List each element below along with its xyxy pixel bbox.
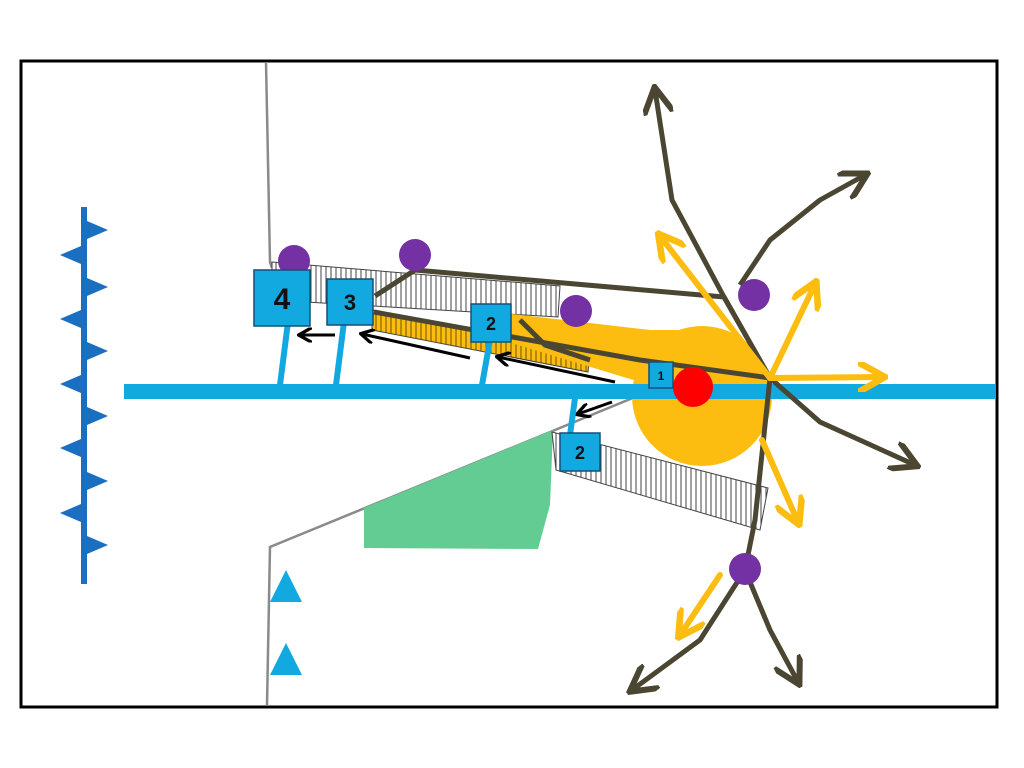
purple-node xyxy=(278,245,310,277)
svg-text:1: 1 xyxy=(658,369,665,383)
triangle-marker-icon xyxy=(60,246,81,264)
box-4: 4 xyxy=(253,269,311,327)
triangle-marker-icon xyxy=(60,310,81,328)
front-line xyxy=(60,207,108,584)
triangle-icon xyxy=(270,570,302,602)
purple-node xyxy=(738,279,770,311)
box-3: 3 xyxy=(326,278,374,326)
purple-node xyxy=(560,295,592,327)
triangle-marker-icon xyxy=(87,221,108,239)
box-stems xyxy=(277,321,578,436)
svg-text:2: 2 xyxy=(575,443,585,463)
svg-text:3: 3 xyxy=(344,290,356,315)
triangle-marker-icon xyxy=(87,472,108,490)
triangle-marker-icon xyxy=(87,342,108,360)
triangle-marker-icon xyxy=(87,536,108,554)
svg-text:2: 2 xyxy=(486,314,496,334)
flow-arrows xyxy=(300,334,616,414)
svg-text:4: 4 xyxy=(274,283,291,316)
boundary-line xyxy=(264,61,274,269)
red-dot-icon xyxy=(673,367,713,407)
triangle-marker-icon xyxy=(87,278,108,296)
triangle-marker-icon xyxy=(60,375,81,393)
triangle-marker-icon xyxy=(87,407,108,425)
box-2-lower: 2 xyxy=(559,432,601,472)
purple-node xyxy=(399,239,431,271)
hatched-wedge-lower xyxy=(551,431,769,531)
green-patch xyxy=(364,430,553,549)
purple-node xyxy=(729,553,761,585)
spread-arrows xyxy=(660,236,882,635)
triangle-marker-icon xyxy=(60,439,81,457)
box-2-upper: 2 xyxy=(470,303,512,343)
main-axis xyxy=(124,384,996,399)
triangle-icon xyxy=(270,643,302,675)
box-1: 1 xyxy=(648,361,674,389)
triangle-marker-icon xyxy=(60,504,81,522)
